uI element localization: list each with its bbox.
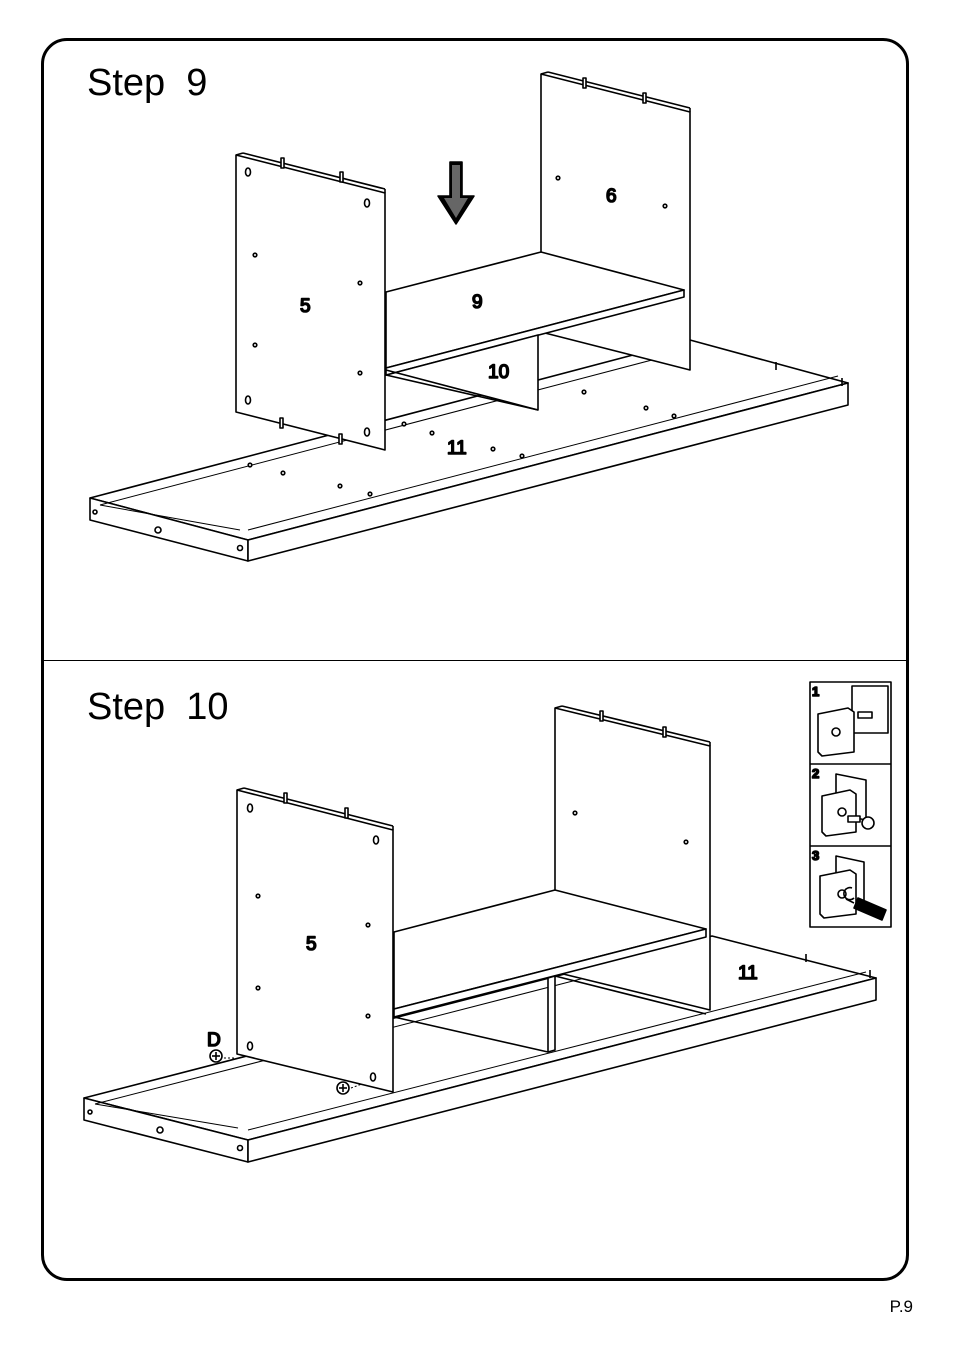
- cam-bolt-D-left: [210, 1050, 222, 1062]
- step9-label-5: 5: [300, 296, 311, 317]
- step10-label-11: 11: [738, 963, 758, 984]
- step10-label-5: 5: [306, 934, 317, 955]
- step9-label-10: 10: [488, 362, 509, 383]
- down-arrow-icon: [438, 162, 474, 224]
- step9-label-9: 9: [472, 292, 483, 313]
- cam-bolt-D-right: [337, 1082, 349, 1094]
- cam-lock-detail-inset: 1 2 3: [810, 682, 891, 927]
- step-10-diagram: 5 11 D: [84, 682, 891, 1162]
- detail-label-2: 2: [812, 766, 819, 781]
- detail-label-3: 3: [812, 848, 819, 863]
- hardware-label-D: D: [207, 1030, 221, 1051]
- step-9-diagram: 5 6 9 10 11: [90, 72, 848, 561]
- step9-label-6: 6: [606, 186, 617, 207]
- detail-label-1: 1: [812, 684, 819, 699]
- step9-label-11: 11: [447, 438, 467, 459]
